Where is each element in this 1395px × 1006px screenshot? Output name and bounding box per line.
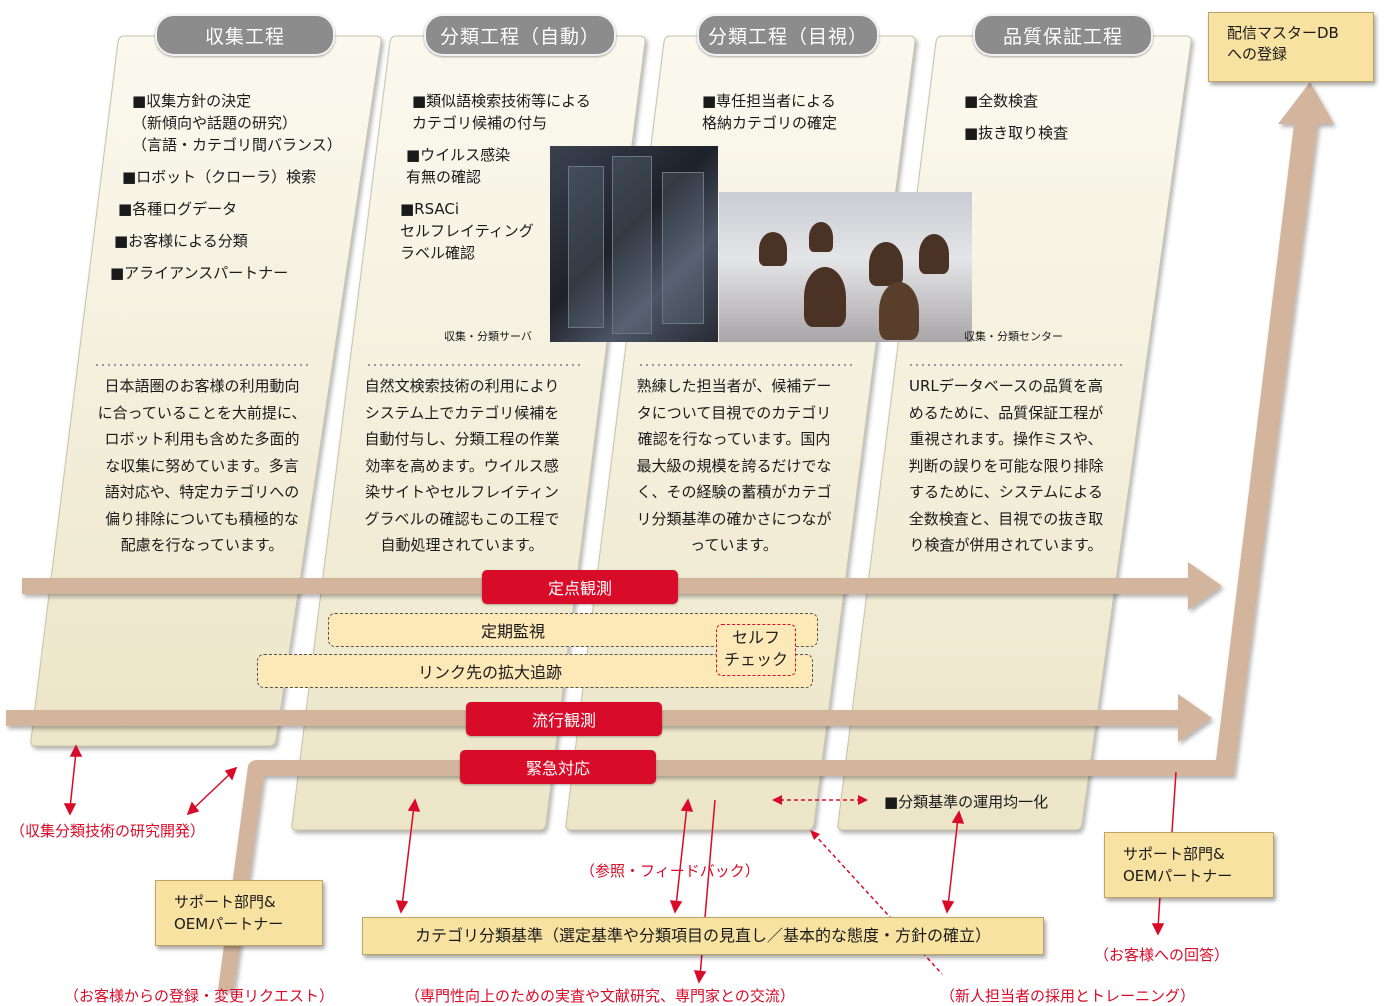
auto-classify-description: 自然文検索技術の利用により システム上でカテゴリ候補を 自動付与し、分類工程の作…: [364, 377, 560, 554]
training-note: （新人担当者の採用とトレーニング）: [940, 987, 1196, 1005]
link-tracking-label: リンク先の拡大追跡: [417, 663, 562, 682]
research-note: （収集分類技術の研究開発）: [10, 822, 206, 840]
collect-description: 日本語圏のお客様の利用動向 に合っていることを大前提に、 ロボット利用も含めた多…: [97, 377, 307, 554]
support-partner-box-left: サポート部門& OEMパートナー: [155, 880, 323, 946]
visual-classify-items: ■専任担当者による 格納カテゴリの確定: [702, 90, 837, 144]
collect-item: ■収集方針の決定 （新傾向や話題の研究） （言語・カテゴリ間バランス）: [132, 92, 342, 154]
quality-description: URLデータベースの品質を高 めるために、品質保証工程が 重視されます。操作ミス…: [908, 377, 1104, 554]
fixed-point-observation-label: 定点観測: [482, 570, 678, 604]
stage-header-quality: 品質保証工程: [973, 14, 1153, 56]
quality-items: ■全数検査 ■抜き取り検査: [964, 90, 1068, 154]
collect-item: ■アライアンスパートナー: [110, 264, 289, 282]
classification-center-photo: [719, 192, 972, 342]
auto-classify-items: ■類似語検索技術等による カテゴリ候補の付与 ■ウイルス感染 有無の確認 ■RS…: [400, 90, 591, 274]
customer-answer-note: （お客様への回答）: [1094, 946, 1230, 964]
emergency-response-label: 緊急対応: [460, 750, 656, 784]
auto-classify-item: ■類似語検索技術等による カテゴリ候補の付与: [412, 92, 591, 132]
auto-classify-item: ■RSACi セルフレイティング ラベル確認: [400, 200, 534, 262]
server-room-photo: [550, 146, 718, 342]
stage-panel-collect: [30, 35, 382, 747]
stage-header-collect: 収集工程: [155, 14, 335, 56]
quality-item: ■全数検査: [964, 92, 1039, 110]
visual-classify-item: ■専任担当者による 格納カテゴリの確定: [702, 92, 838, 132]
self-check-box: セルフ チェック: [716, 624, 796, 676]
stage-header-visual-classify: 分類工程（目視）: [697, 14, 879, 56]
collect-item: ■各種ログデータ: [118, 200, 238, 218]
stage-header-auto-classify: 分類工程（自動）: [424, 14, 616, 56]
visual-classify-description: 熟練した担当者が、候補デー タについて目視でのカテゴリ 確認を行なっています。国…: [636, 377, 832, 554]
criteria-uniformity-note: ■分類基準の運用均一化: [884, 793, 1049, 811]
delivery-master-db-box: 配信マスターDB への登録: [1208, 12, 1374, 82]
collect-item: ■お客様による分類: [114, 232, 248, 250]
server-photo-caption: 収集・分類サーバ: [444, 330, 532, 343]
expertise-note: （専門性向上のための実査や文献研究、専門家との交流）: [405, 987, 795, 1005]
trend-observation-label: 流行観測: [466, 702, 662, 736]
auto-classify-item: ■ウイルス感染 有無の確認: [406, 146, 511, 186]
center-photo-caption: 収集・分類センター: [964, 330, 1063, 343]
collect-item: ■ロボット（クローラ）検索: [122, 168, 317, 186]
feedback-note: （参照・フィードバック）: [580, 862, 760, 880]
customer-request-note: （お客様からの登録・変更リクエスト）: [64, 987, 335, 1005]
collect-items: ■収集方針の決定 （新傾向や話題の研究） （言語・カテゴリ間バランス） ■ロボッ…: [110, 90, 342, 294]
quality-item: ■抜き取り検査: [964, 124, 1069, 142]
support-partner-box-right: サポート部門& OEMパートナー: [1104, 832, 1274, 898]
category-criteria-box: カテゴリ分類基準（選定基準や分類項目の見直し／基本的な態度・方針の確立）: [362, 917, 1044, 955]
periodic-monitoring-label: 定期監視: [480, 622, 545, 641]
